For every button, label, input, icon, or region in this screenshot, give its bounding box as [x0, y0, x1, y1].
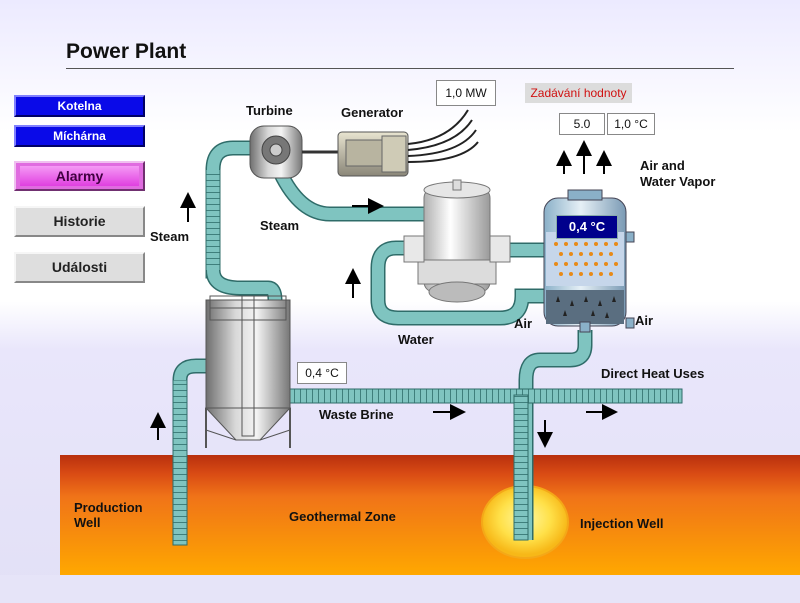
air-vapor-label-line1: Air and	[640, 158, 685, 173]
waste-brine-label: Waste Brine	[319, 407, 394, 422]
value-entry-button[interactable]: Zadávání hodnoty	[525, 83, 632, 103]
nav-alarmy-label: Alarmy	[55, 168, 104, 184]
cooling-tower	[543, 189, 635, 333]
generator	[337, 109, 479, 177]
vapor-temperature-readout: 1,0 °C	[607, 113, 655, 135]
setpoint-input[interactable]: 5.0	[559, 113, 605, 135]
injection-well-label: Injection Well	[580, 516, 664, 531]
geothermal-ground	[60, 455, 800, 575]
nav-alarmy-button[interactable]: Alarmy	[14, 161, 145, 191]
ground-base	[0, 575, 800, 603]
steam-label-mid: Steam	[260, 218, 300, 233]
production-well-label-line1: Production	[74, 500, 143, 515]
water-label: Water	[398, 332, 434, 347]
steam-label-left: Steam	[150, 229, 190, 244]
air-label-left: Air	[514, 316, 533, 331]
title-divider	[66, 68, 734, 69]
flow-arrows	[150, 140, 618, 448]
nav-michaarna-button[interactable]: Míchárna	[14, 125, 145, 147]
air-vapor-label-line2: Water Vapor	[640, 174, 716, 189]
turbine-label: Turbine	[246, 103, 293, 118]
geothermal-zone-label: Geothermal Zone	[289, 509, 396, 524]
nav-kotelna-button[interactable]: Kotelna	[14, 95, 145, 117]
separator-tank	[204, 295, 292, 448]
tank-temperature-readout: 0,4 °C	[556, 215, 618, 239]
brine-temperature-readout: 0,4 °C	[297, 362, 347, 384]
turbine	[249, 125, 338, 179]
pipes	[172, 140, 683, 546]
production-well-label-line2: Well	[74, 515, 101, 530]
direct-heat-label: Direct Heat Uses	[601, 366, 705, 381]
nav-historie-button[interactable]: Historie	[14, 206, 145, 237]
condenser	[403, 179, 511, 303]
power-readout: 1,0 MW	[436, 80, 496, 106]
page-title: Power Plant	[66, 40, 187, 63]
air-label-right: Air	[635, 313, 654, 328]
nav-udalosti-button[interactable]: Události	[14, 252, 145, 283]
generator-label: Generator	[341, 105, 404, 120]
